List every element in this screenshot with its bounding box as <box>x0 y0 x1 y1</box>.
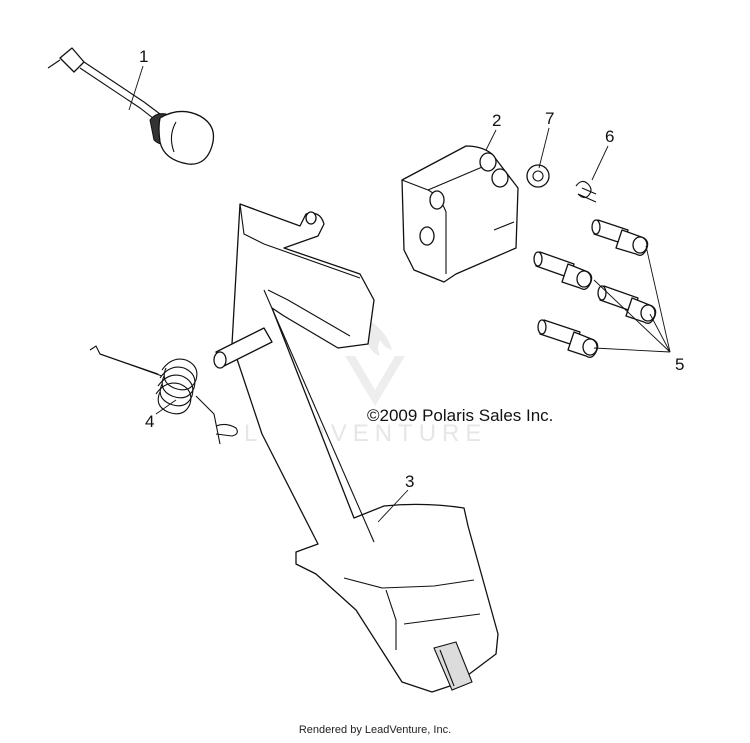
leader-lines <box>128 65 671 523</box>
watermark-logo-icon <box>345 322 405 406</box>
part-4-spring <box>89 345 238 445</box>
callout-6: 6 <box>605 127 614 146</box>
callout-7: 7 <box>545 109 554 128</box>
leader-6 <box>591 145 609 181</box>
bolt-a <box>591 219 649 256</box>
leader-5b <box>593 279 671 353</box>
bolt-d <box>537 319 599 358</box>
leader-5a <box>645 245 671 353</box>
part-5-bolts <box>533 219 657 358</box>
copyright-text: ©2009 Polaris Sales Inc. <box>367 406 553 425</box>
callout-5: 5 <box>675 355 684 374</box>
leader-5d <box>593 347 671 353</box>
callout-4: 4 <box>145 412 154 431</box>
leader-4 <box>155 399 177 415</box>
part-7-washer <box>526 164 550 188</box>
callout-1: 1 <box>139 47 148 66</box>
leader-5c <box>649 313 671 353</box>
part-6-clip <box>575 180 597 203</box>
leader-2 <box>485 129 497 151</box>
part-1-sensor <box>47 47 215 165</box>
footer-rendered-by: Rendered by LeadVenture, Inc. <box>298 724 452 736</box>
callout-2: 2 <box>492 111 501 130</box>
leader-7 <box>538 127 550 169</box>
pivot-pin <box>213 327 273 369</box>
part-2-housing <box>401 145 519 283</box>
bolt-b <box>533 251 593 290</box>
callout-3: 3 <box>405 472 414 491</box>
leader-1 <box>128 65 144 111</box>
part-3-pedal <box>231 203 499 693</box>
leader-3 <box>377 489 409 523</box>
